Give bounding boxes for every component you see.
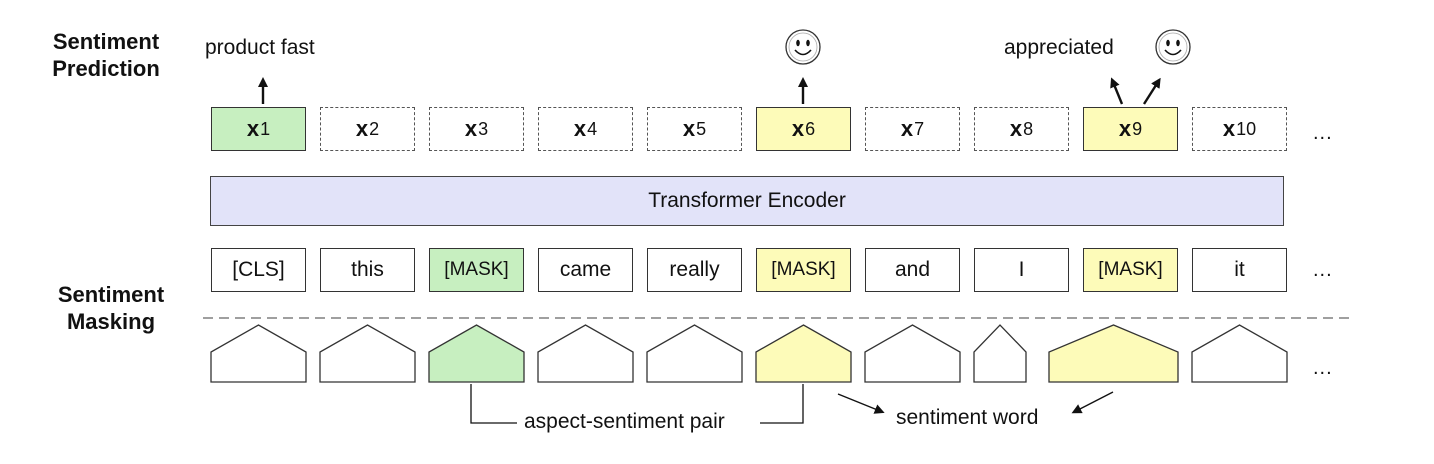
smiley-icon [1155,29,1191,65]
input-token-shape [319,324,416,383]
input-token-shape [1048,324,1179,383]
transformer-encoder: Transformer Encoder [210,176,1284,226]
smiley-icon [785,29,821,65]
input-token-shape [973,324,1027,383]
ellipsis-output: ... [1313,122,1333,144]
masked-token: it [1192,248,1287,292]
masked-token: I [974,248,1069,292]
arrow-x9-left [1110,77,1124,105]
masked-token: this [320,248,415,292]
sentiment-word-label: sentiment word [896,406,1039,429]
aspect-sentiment-pair-bracket-right [760,384,804,424]
input-token-shape [537,324,634,383]
aspect-sentiment-pair-label: aspect-sentiment pair [524,410,725,433]
masked-token: [MASK] [429,248,524,292]
masked-token: came [538,248,633,292]
input-token-shape [755,324,852,383]
aspect-sentiment-pair-bracket [470,384,517,424]
sentiment-word-arrow-right [1071,391,1114,414]
masked-token: [MASK] [1083,248,1178,292]
sentiment-word-arrow-left [837,393,885,414]
ellipsis-input: ... [1313,357,1333,379]
input-token-shape [1191,324,1288,383]
input-token-shape [210,324,307,383]
masked-token: really [647,248,742,292]
ellipsis-masked: ... [1313,259,1333,281]
masked-token: [CLS] [211,248,306,292]
appreciated-label: appreciated [1004,36,1114,59]
sentiment-prediction-label: Sentiment Prediction [52,29,160,81]
arrow-x9-right [1142,77,1161,105]
product-fast-label: product fast [205,36,315,59]
input-token-shape [864,324,961,383]
input-token-shapes [210,324,1288,383]
sentiment-masking-label: Sentiment Masking [57,282,165,334]
masked-token: [MASK] [756,248,851,292]
input-token-shape [646,324,743,383]
masked-token: and [865,248,960,292]
transformer-encoder-label: Transformer Encoder [648,189,846,212]
input-token-shape [428,324,525,383]
